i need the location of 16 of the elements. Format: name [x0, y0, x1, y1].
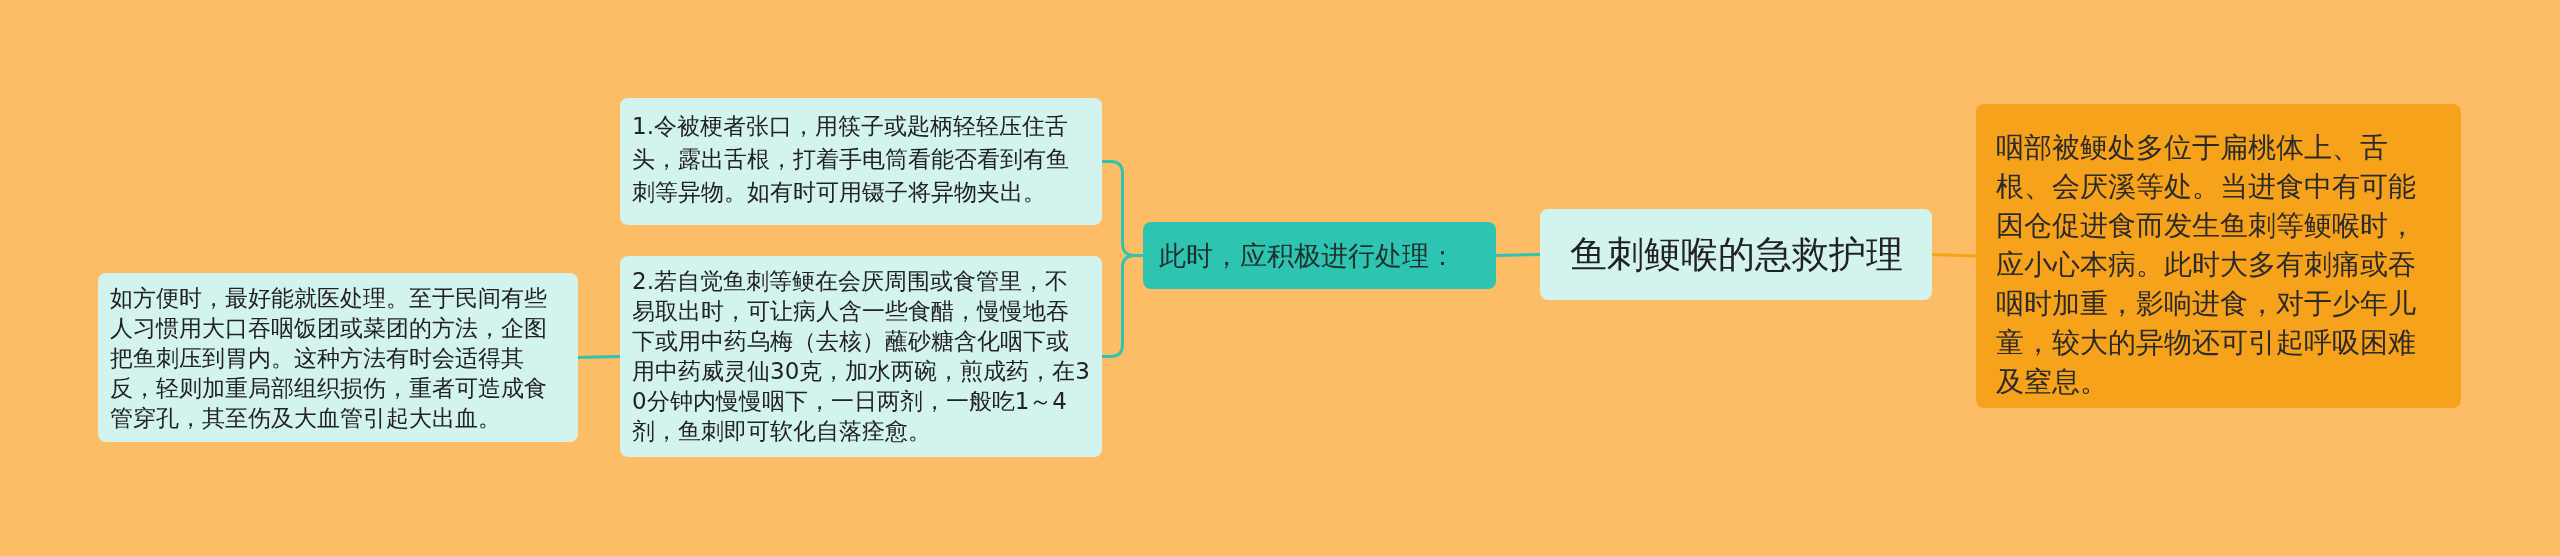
node-text: 此时，应积极进行处理：	[1159, 238, 1456, 273]
connector-line	[1931, 253, 1977, 258]
node-text: 如方便时，最好能就医处理。至于民间有些人习惯用大口吞咽饭团或菜团的方法，企图把鱼刺压到胃内。这种方法有时会适得其反，轻则加重局部组织损伤，重者可造成食管穿孔，其至伤及大血管引起大出血。	[110, 284, 548, 433]
subtopic-card	[620, 256, 1102, 457]
subtopic-card	[620, 98, 1102, 225]
node-text: 咽部被鲠处多位于扁桃体上、舌根、会厌溪等处。当进食中有可能因仓促进食而发生鱼刺等鲠喉时，应小心本病。此时大多有刺痛或吞咽时加重，影响进食，对于少年儿童，较大的异物还可引起呼吸困难及窒息。	[1996, 130, 2417, 400]
node-text: 1.令被梗者张口，用筷子或匙柄轻轻压住舌头，露出舌根，打着手电筒看能否看到有鱼刺等异物。如有时可用镊子将异物夹出。	[632, 112, 1070, 207]
central-topic	[1540, 209, 1932, 300]
node-text: 2.若自觉鱼刺等鲠在会厌周围或食管里，不易取出时，可让病人含一些食醋，慢慢地吞下或用中药乌梅（去核）蘸砂糖含化咽下或用中药威灵仙30克，加水两碗，煎成药，在30分钟内慢慢咽下，一日两剂，一般吃1～4剂，鱼刺即可软化自落痊愈。	[632, 267, 1090, 446]
node-text: 鱼刺鲠喉的急救护理	[1569, 232, 1903, 277]
connector-line	[1495, 253, 1541, 257]
subtopic-card	[98, 273, 578, 442]
branch-topic	[1143, 222, 1496, 289]
connector-line	[577, 355, 621, 359]
topic-card	[1976, 104, 2461, 408]
connector-line	[1102, 254, 1143, 358]
